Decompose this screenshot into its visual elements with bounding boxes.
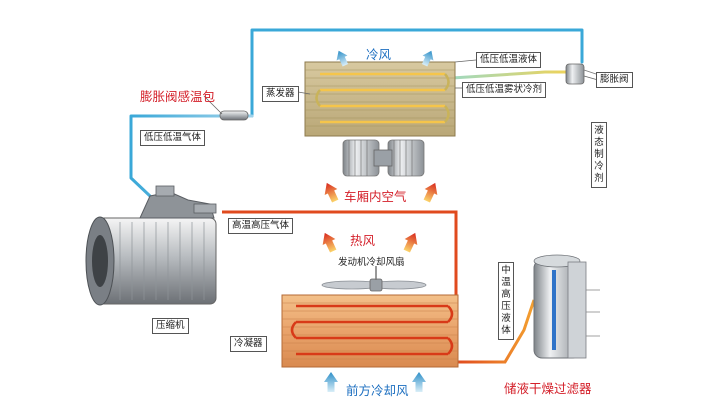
front-cooling-air-label: 前方冷却风 <box>346 383 409 398</box>
cabin-air-label: 车厢内空气 <box>344 189 407 204</box>
hot-air-label: 热风 <box>350 233 376 248</box>
leader-lines <box>203 59 599 115</box>
evaporator-inlet-pipe <box>451 70 578 80</box>
condenser-outlet-pipe <box>456 299 536 364</box>
compressor-unit <box>85 185 217 306</box>
evaporator-label: 蒸发器 <box>262 86 299 102</box>
hot-gas-pipe <box>222 210 458 300</box>
high-temp-high-pressure-gas-label: 高温高压气体 <box>228 218 294 234</box>
hot-air-arrow-icons <box>322 232 418 253</box>
compressor-label: 压缩机 <box>152 318 189 334</box>
front-cooling-air-arrow-icons <box>324 372 426 392</box>
engine-cooling-fan-label: 发动机冷却风扇 <box>338 257 405 268</box>
expansion-valve-bulb-label: 膨胀阀感温包 <box>140 89 216 104</box>
expansion-valve-label: 膨胀阀 <box>596 72 633 88</box>
expansion-valve-unit <box>565 63 597 85</box>
expansion-valve-bulb-unit <box>219 110 249 121</box>
blower-fan <box>342 139 425 177</box>
condenser-unit <box>281 294 459 368</box>
low-pressure-pipe <box>129 28 584 198</box>
medium-temp-high-pressure-liquid-label: 中温高压液体 <box>498 262 514 340</box>
liquid-refrigerant-label: 液态制冷剂 <box>591 122 607 188</box>
low-pressure-low-temp-gas-label: 低压低温气体 <box>140 130 206 146</box>
cold-air-arrow-icons <box>336 50 434 67</box>
cold-air-label: 冷风 <box>366 47 392 62</box>
engine-cooling-fan <box>321 266 427 292</box>
receiver-drier-label: 储液干燥过滤器 <box>504 381 592 396</box>
cabin-air-arrow-icons <box>324 182 438 203</box>
evaporator-unit <box>304 61 456 137</box>
receiver-drier-unit <box>533 254 600 359</box>
low-pressure-low-temp-liquid-label: 低压低温液体 <box>476 52 542 68</box>
condenser-label: 冷凝器 <box>230 336 267 352</box>
low-pressure-low-temp-mist-refrigerant-label: 低压低温雾状冷剂 <box>462 82 547 98</box>
